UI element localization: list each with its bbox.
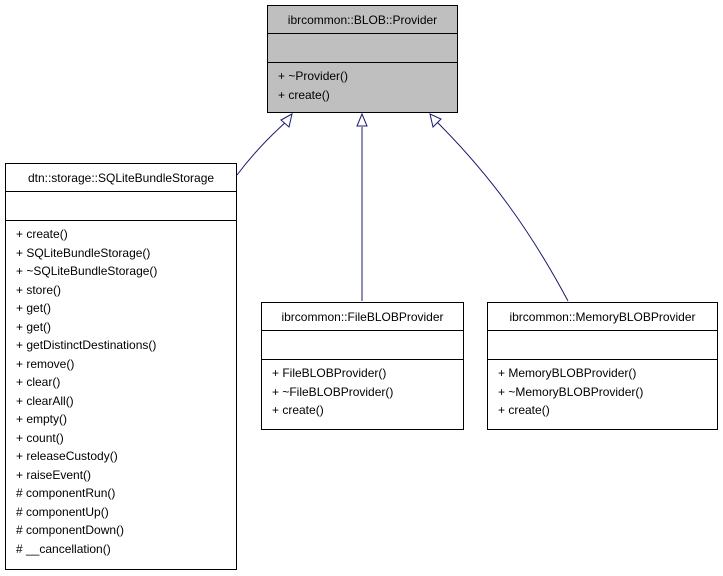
class-operations: + ~Provider() + create()	[268, 62, 457, 108]
class-box-sqlite-bundle-storage[interactable]: dtn::storage::SQLiteBundleStorage + crea…	[5, 163, 237, 570]
edge-memory-to-provider	[436, 121, 569, 302]
operation: + store()	[16, 282, 62, 297]
class-attributes	[262, 330, 463, 359]
class-box-file-blob-provider[interactable]: ibrcommon::FileBLOBProvider + FileBLOBPr…	[261, 302, 464, 430]
operation: # componentDown()	[16, 523, 125, 537]
class-name: ibrcommon::BLOB::Provider	[287, 13, 438, 27]
operation: + count()	[16, 430, 64, 445]
operation: + clear()	[16, 375, 61, 389]
operation: # __cancellation()	[16, 541, 111, 556]
operation: + create()	[16, 227, 68, 241]
inheritance-edges	[236, 112, 569, 302]
class-operations: + FileBLOBProvider() + ~FileBLOBProvider…	[262, 359, 463, 424]
class-box-provider[interactable]: ibrcommon::BLOB::Provider + ~Provider() …	[267, 5, 458, 113]
operation: + ~FileBLOBProvider()	[272, 384, 394, 399]
class-box-memory-blob-provider[interactable]: ibrcommon::MemoryBLOBProvider + MemoryBL…	[487, 302, 718, 430]
operation: + clearAll()	[16, 393, 74, 408]
arrowhead-sqlite	[280, 113, 293, 128]
operation: + raiseEvent()	[16, 467, 92, 482]
operation: + ~Provider()	[278, 69, 349, 83]
operation: + create()	[272, 403, 324, 417]
operation: + getDistinctDestinations()	[16, 338, 157, 352]
class-name: dtn::storage::SQLiteBundleStorage	[27, 171, 215, 185]
operation: + MemoryBLOBProvider()	[498, 366, 637, 380]
operation: + ~SQLiteBundleStorage()	[16, 264, 158, 278]
class-name: ibrcommon::FileBLOBProvider	[281, 310, 444, 324]
class-operations: + create() + SQLiteBundleStorage() + ~SQ…	[6, 220, 236, 562]
class-name: ibrcommon::MemoryBLOBProvider	[509, 310, 696, 324]
arrowhead-memory	[429, 113, 442, 128]
operation: + SQLiteBundleStorage()	[16, 245, 151, 260]
class-attributes	[6, 191, 236, 220]
operation: + create()	[498, 403, 550, 417]
operation: + remove()	[16, 356, 75, 371]
operation: # componentUp()	[16, 504, 109, 519]
class-operations: + MemoryBLOBProvider() + ~MemoryBLOBProv…	[488, 359, 717, 424]
operation: + get()	[16, 319, 52, 334]
operation: + ~MemoryBLOBProvider()	[498, 384, 644, 399]
class-attributes	[268, 33, 457, 62]
operation: + releaseCustody()	[16, 449, 118, 463]
arrowhead-file	[356, 112, 368, 127]
operation: + FileBLOBProvider()	[272, 366, 387, 380]
class-attributes	[488, 330, 717, 359]
edge-sqlite-to-provider	[236, 120, 288, 176]
operation: + create()	[278, 87, 330, 102]
operation: + empty()	[16, 412, 68, 426]
operation: + get()	[16, 301, 52, 315]
operation: # componentRun()	[16, 486, 116, 500]
